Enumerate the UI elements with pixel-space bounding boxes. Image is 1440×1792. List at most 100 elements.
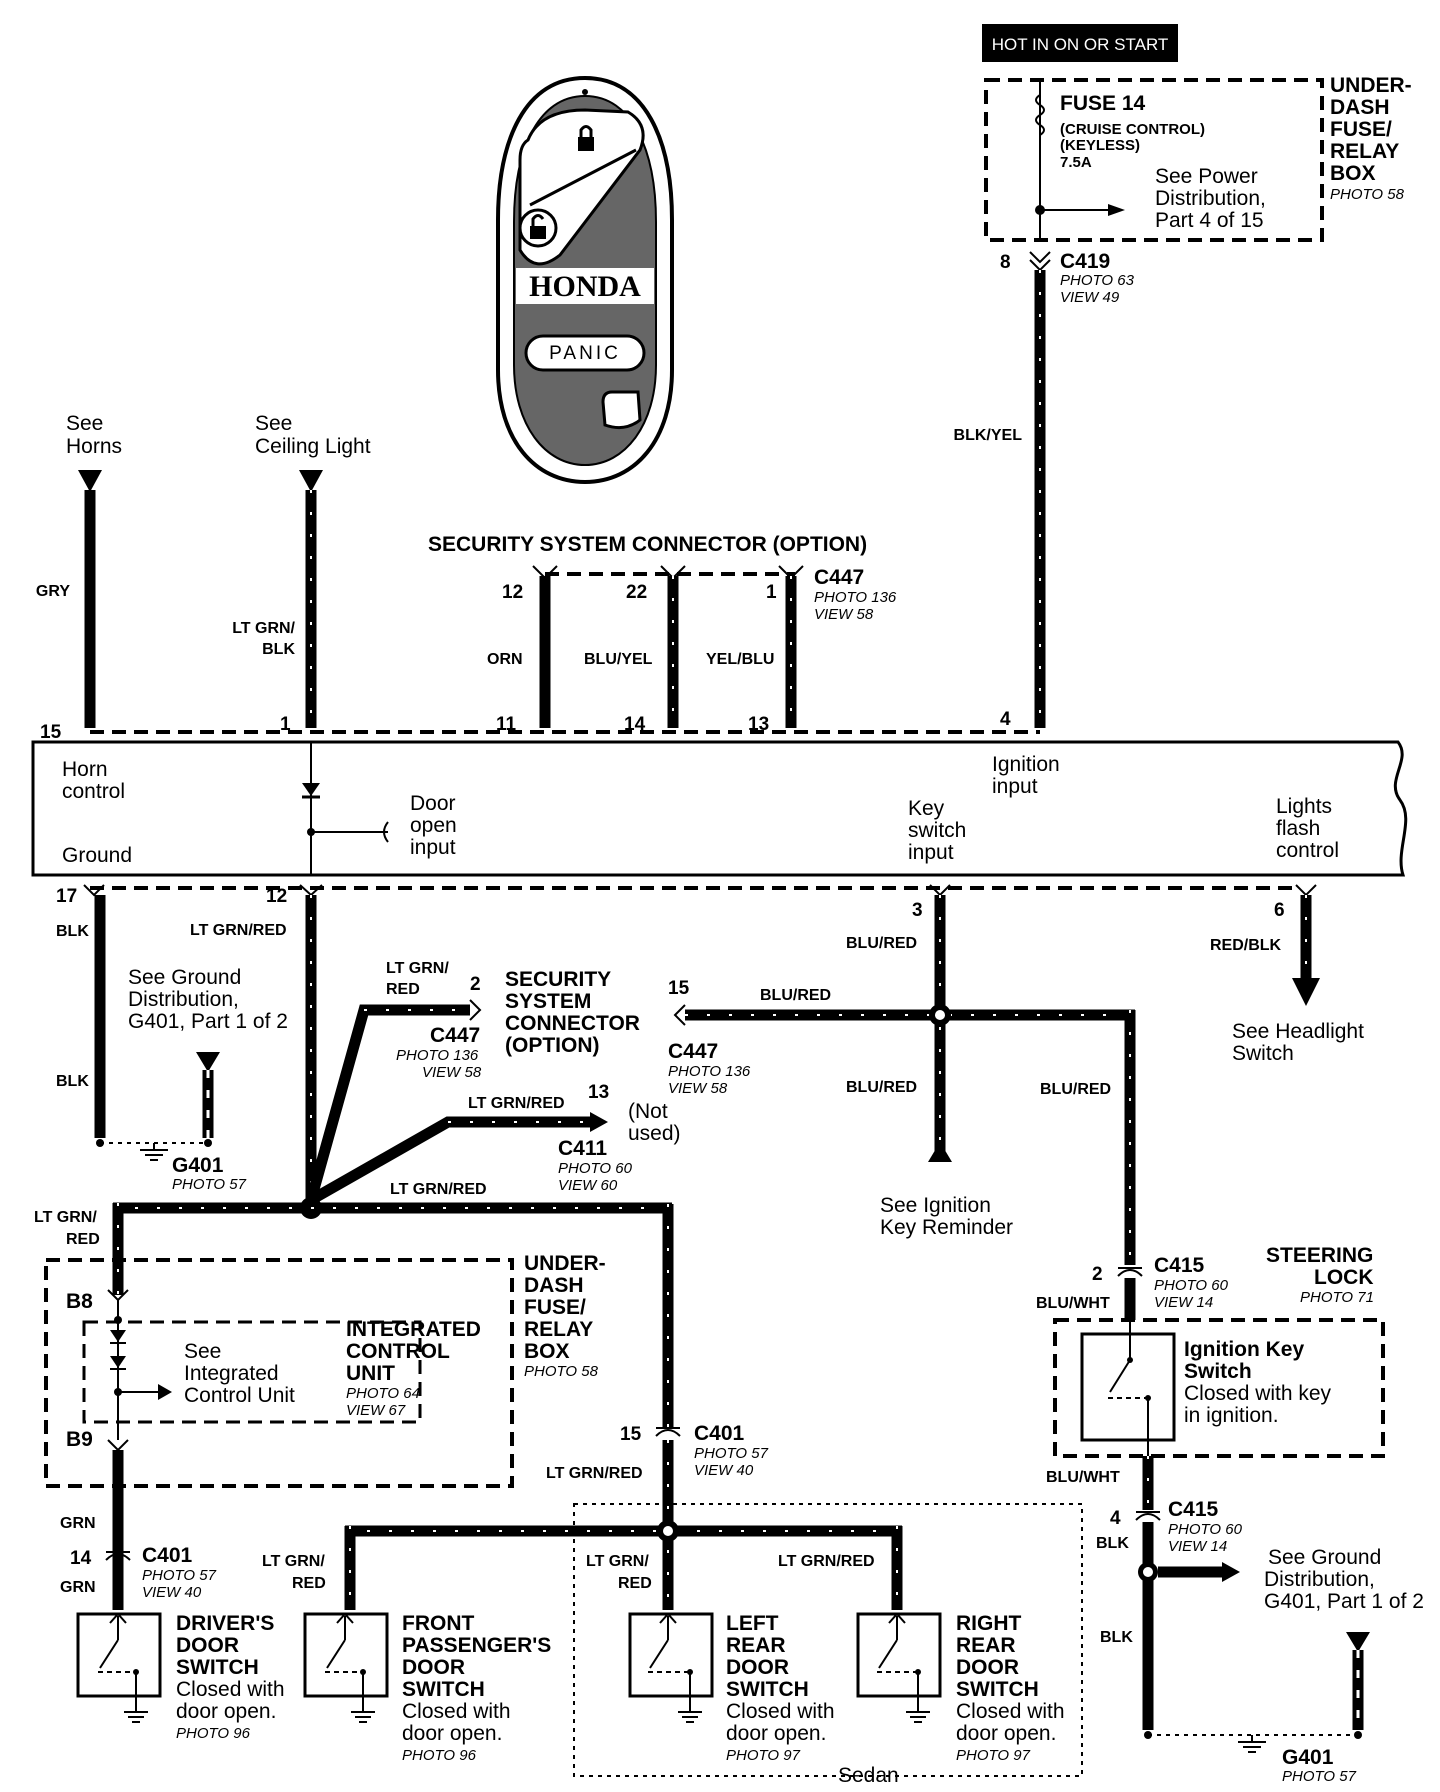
unlock-icon[interactable] bbox=[518, 208, 558, 248]
wire-lt-grn-blk-label-1: LT GRN/ bbox=[232, 620, 295, 637]
key-pin-3: 3 bbox=[912, 900, 923, 921]
sec-top-view: VIEW 58 bbox=[814, 606, 874, 623]
driver-title-2: DOOR bbox=[176, 1634, 239, 1657]
fob-brand: HONDA bbox=[529, 270, 641, 303]
door-wire-label: LT GRN/RED bbox=[190, 922, 287, 939]
steering-title-1: STEERING bbox=[1266, 1244, 1373, 1267]
c415b-view: VIEW 14 bbox=[1168, 1538, 1227, 1555]
g401-left: G401 bbox=[172, 1154, 224, 1177]
c415b-pin: 4 bbox=[1110, 1508, 1121, 1529]
sec-pin-13: 13 bbox=[748, 714, 769, 735]
c419-photo: PHOTO 63 bbox=[1060, 272, 1135, 289]
fuse-14-label: FUSE 14 bbox=[1060, 92, 1146, 115]
fuse-box-top-title-1: UNDER- bbox=[1330, 74, 1412, 97]
c419-unit-pin: 4 bbox=[1000, 709, 1011, 730]
control-unit bbox=[31, 740, 1408, 877]
c401-left-photo: PHOTO 57 bbox=[142, 1567, 217, 1584]
pin-b8: B8 bbox=[66, 1290, 93, 1313]
door-open-1: Door bbox=[410, 792, 456, 815]
sec-mid-connector: C447 bbox=[430, 1024, 480, 1047]
sec-mid-pin: 2 bbox=[470, 974, 481, 995]
c447-key-pin: 15 bbox=[668, 978, 690, 999]
driver-title-1: DRIVER'S bbox=[176, 1612, 274, 1635]
horns-ref-2: Horns bbox=[66, 435, 122, 458]
ground-ref-2: Distribution, bbox=[128, 988, 239, 1011]
c401-left-view: VIEW 40 bbox=[142, 1584, 202, 1601]
ign-switch-desc-1: Closed with key bbox=[1184, 1382, 1332, 1405]
c401-right-name: C401 bbox=[694, 1422, 745, 1445]
wire-yel-blu-label: YEL/BLU bbox=[706, 651, 774, 668]
c415a-pin: 2 bbox=[1092, 1264, 1103, 1285]
c411-note-2: used) bbox=[628, 1122, 681, 1145]
lights-pin-6: 6 bbox=[1274, 900, 1285, 921]
driver-desc-2: door open. bbox=[176, 1700, 276, 1723]
icu-title-2: CONTROL bbox=[346, 1340, 450, 1363]
front-pass-desc-1: Closed with bbox=[402, 1700, 511, 1723]
sec-mid-wire-1: LT GRN/ bbox=[386, 960, 449, 977]
underdash-fuse-box-mid bbox=[44, 1258, 514, 1488]
sec-mid-view: VIEW 58 bbox=[422, 1064, 482, 1081]
fuse-14-desc1: (CRUISE CONTROL) bbox=[1060, 121, 1205, 138]
g401-right-photo: PHOTO 57 bbox=[1282, 1768, 1357, 1785]
c411-note-1: (Not bbox=[628, 1100, 668, 1123]
steering-ground-ref-3: G401, Part 1 of 2 bbox=[1264, 1590, 1424, 1613]
fuse-14-symbol bbox=[1035, 94, 1045, 136]
sec-pin-22: 22 bbox=[626, 582, 647, 603]
left-rear-title-1: LEFT bbox=[726, 1612, 779, 1635]
c419-view: VIEW 49 bbox=[1060, 289, 1120, 306]
ign-switch-title-1: Ignition Key bbox=[1184, 1338, 1304, 1361]
sec-mid-wire-2: RED bbox=[386, 981, 420, 998]
c447-key-photo: PHOTO 136 bbox=[668, 1063, 751, 1080]
c419-pin: 8 bbox=[1000, 252, 1011, 273]
wire-blk-yel-label: BLK/YEL bbox=[954, 427, 1023, 444]
g401-right: G401 bbox=[1282, 1746, 1334, 1769]
c411-wire-label: LT GRN/RED bbox=[468, 1095, 565, 1112]
front-pass-wire-2: RED bbox=[292, 1575, 326, 1592]
fuse-box-mid-title-3: FUSE/ bbox=[524, 1296, 586, 1319]
right-rear-wire: LT GRN/RED bbox=[778, 1553, 875, 1570]
ground-icon bbox=[1238, 1735, 1266, 1753]
c419-name: C419 bbox=[1060, 250, 1110, 273]
sec-pin-1: 1 bbox=[766, 582, 777, 603]
icu-ref-3: Control Unit bbox=[184, 1384, 295, 1407]
c411-view: VIEW 60 bbox=[558, 1177, 618, 1194]
key-wire-label-2: BLU/RED bbox=[846, 1079, 917, 1096]
sec-top-photo: PHOTO 136 bbox=[814, 589, 897, 606]
driver-desc-1: Closed with bbox=[176, 1678, 285, 1701]
wire-grn-bottom: GRN bbox=[60, 1579, 96, 1596]
fuse-box-mid-title-2: DASH bbox=[524, 1274, 584, 1297]
steering-lock-box bbox=[1053, 1318, 1385, 1458]
ignition-key-switch bbox=[1080, 1332, 1176, 1442]
lock-icon[interactable] bbox=[578, 125, 594, 152]
lights-flash-2: flash bbox=[1276, 817, 1320, 840]
sec-mid-title-3: CONNECTOR bbox=[505, 1012, 640, 1035]
icu-photo: PHOTO 64 bbox=[346, 1385, 420, 1402]
fuse-box-mid-title-1: UNDER- bbox=[524, 1252, 606, 1275]
panic-button[interactable] bbox=[524, 334, 646, 372]
door-open-2: open bbox=[410, 814, 457, 837]
c411-photo: PHOTO 60 bbox=[558, 1160, 633, 1177]
icu-ref-2: Integrated bbox=[184, 1362, 279, 1385]
ign-switch-title-2: Switch bbox=[1184, 1360, 1252, 1383]
c415a-name: C415 bbox=[1154, 1254, 1205, 1277]
steering-photo: PHOTO 71 bbox=[1300, 1289, 1374, 1306]
right-rear-title-4: SWITCH bbox=[956, 1678, 1039, 1701]
right-rear-title-3: DOOR bbox=[956, 1656, 1019, 1679]
sec-mid-title-2: SYSTEM bbox=[505, 990, 591, 1013]
left-rear-wire-1: LT GRN/ bbox=[586, 1553, 649, 1570]
key-wire-label-3: BLU/RED bbox=[760, 987, 831, 1004]
key-switch-3: input bbox=[908, 841, 954, 864]
ignition-1: Ignition bbox=[992, 753, 1060, 776]
c415a-view: VIEW 14 bbox=[1154, 1294, 1213, 1311]
icu-box bbox=[82, 1320, 422, 1424]
fuse-box-top-title-2: DASH bbox=[1330, 96, 1390, 119]
power-ref-3: Part 4 of 15 bbox=[1155, 209, 1264, 232]
c415b-photo: PHOTO 60 bbox=[1168, 1521, 1243, 1538]
lights-flash-3: control bbox=[1276, 839, 1339, 862]
fuse-box-mid-photo: PHOTO 58 bbox=[524, 1363, 599, 1380]
trunk-button[interactable] bbox=[601, 390, 642, 430]
key-wire-label-1: BLU/RED bbox=[846, 935, 917, 952]
key-switch-1: Key bbox=[908, 797, 945, 820]
panic-label: PANIC bbox=[549, 343, 621, 364]
sec-pin-12: 12 bbox=[502, 582, 523, 603]
